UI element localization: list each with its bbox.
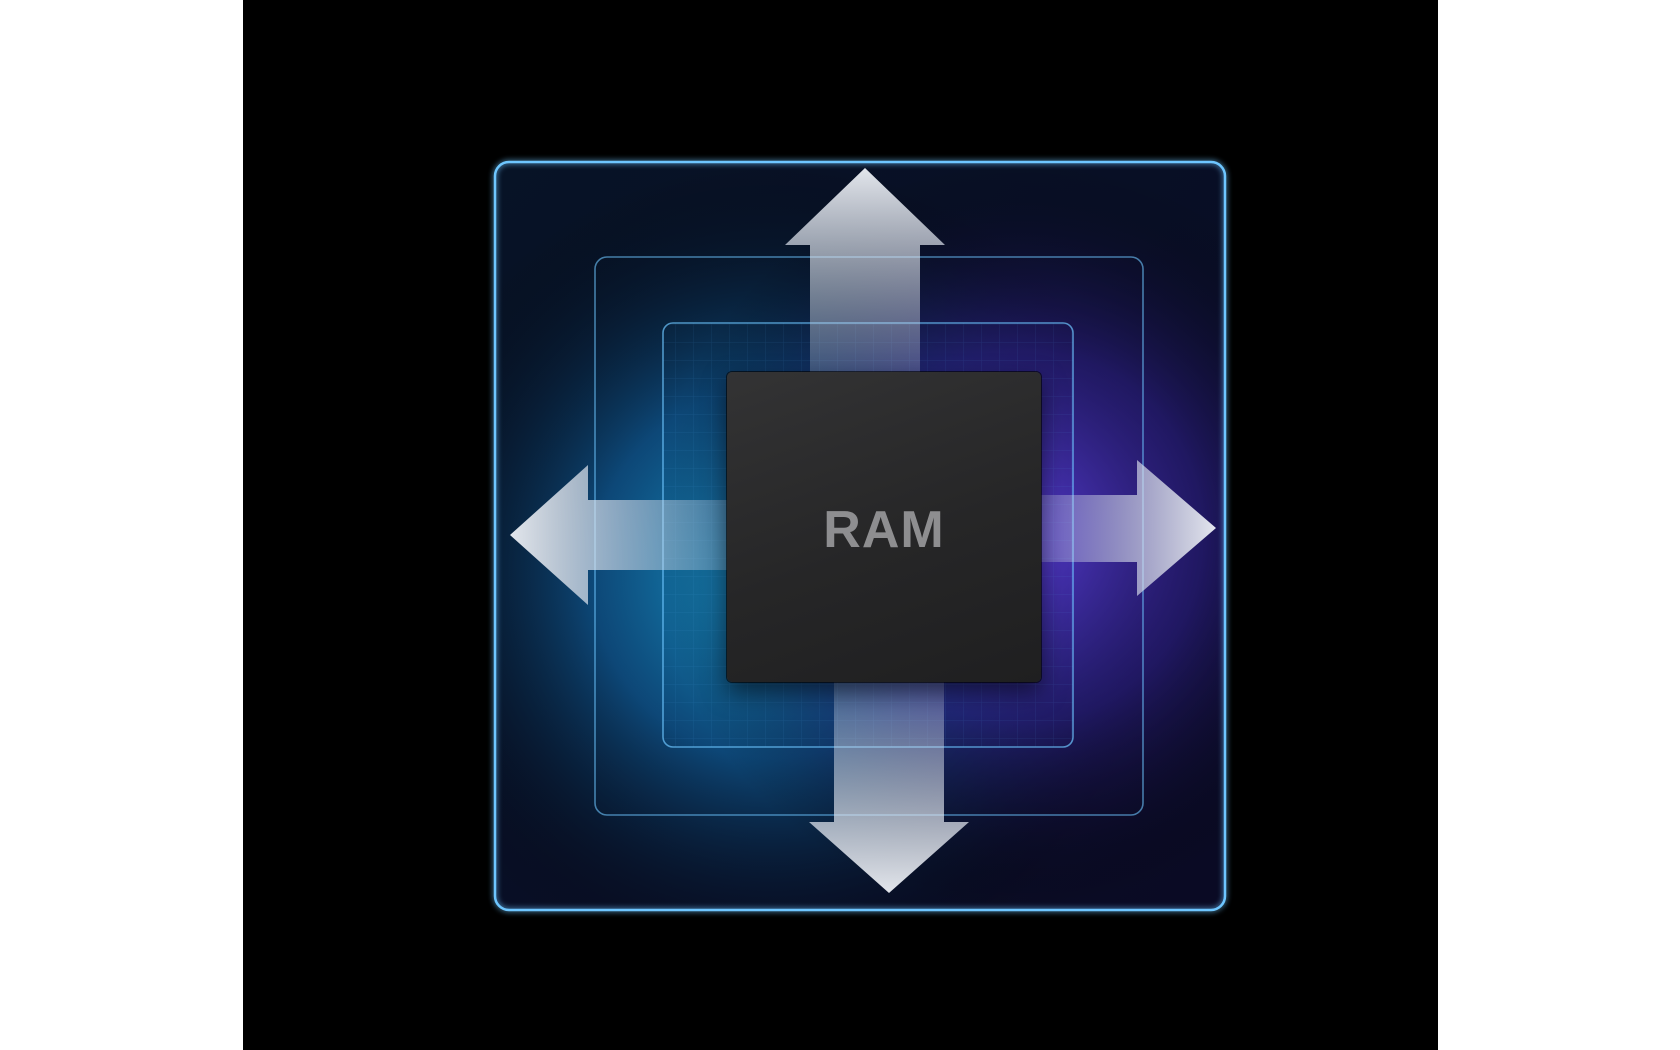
- ram-chip: RAM: [727, 372, 1041, 682]
- arrow-right-icon: [1041, 460, 1216, 596]
- illustration-stage: RAM: [243, 0, 1438, 1050]
- arrow-down-icon: [809, 682, 969, 893]
- ram-chip-label: RAM: [823, 501, 945, 559]
- arrow-left-icon: [510, 465, 727, 605]
- ram-expansion-illustration: [493, 160, 1227, 912]
- arrow-up-icon: [785, 168, 945, 372]
